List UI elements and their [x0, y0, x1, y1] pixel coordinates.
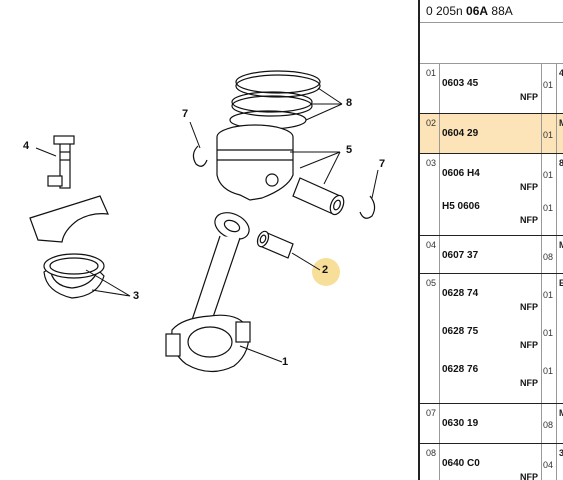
column-divider — [439, 114, 440, 153]
part-reference[interactable]: 0604 29 — [442, 128, 479, 139]
circlip-right[interactable] — [359, 195, 376, 219]
header-prefix: 0 205n — [426, 4, 463, 18]
column-divider — [556, 404, 557, 443]
sub-index: 01 — [543, 80, 554, 90]
parts-diagram: 1 2 3 4 5 7 7 8 — [23, 70, 386, 373]
column-divider — [439, 274, 440, 403]
nfp-badge: NFP — [520, 92, 538, 102]
row-index: 08 — [426, 448, 437, 458]
panel-header: 0 205n 06A 88A — [420, 0, 563, 23]
row-index: 05 — [426, 278, 437, 288]
callout-3[interactable]: 3 — [133, 290, 140, 302]
column-divider — [541, 236, 542, 273]
callout-7-right[interactable]: 7 — [379, 158, 386, 170]
panel-subheader — [420, 23, 563, 64]
sub-index: 01 — [543, 130, 554, 140]
description-fragment: 3 — [559, 448, 563, 458]
part-reference[interactable]: H5 0606 — [442, 201, 480, 212]
description-fragment: M — [559, 118, 563, 128]
header-suffix: 88A — [491, 4, 513, 18]
callout-5[interactable]: 5 — [346, 144, 353, 156]
row-index: 03 — [426, 158, 437, 168]
table-row[interactable]: 07 M 0630 19 08 — [420, 404, 563, 444]
column-divider — [439, 404, 440, 443]
column-divider — [439, 444, 440, 480]
description-fragment: M — [559, 408, 563, 418]
row-index: 01 — [426, 68, 437, 78]
callout-8[interactable]: 8 — [346, 97, 353, 109]
callout-highlight — [312, 258, 340, 286]
rod-cap-with-bolt[interactable] — [29, 135, 109, 243]
column-divider — [439, 236, 440, 273]
sub-index: 08 — [543, 252, 554, 262]
piston-pin[interactable] — [292, 177, 346, 217]
part-reference[interactable]: 0640 C0 — [442, 458, 480, 469]
column-divider — [556, 444, 557, 480]
row-index: 04 — [426, 240, 437, 250]
part-reference[interactable]: 0628 74 — [442, 288, 479, 299]
small-end-bush[interactable] — [255, 230, 294, 259]
part-reference[interactable]: 0628 76 — [442, 364, 479, 375]
parts-list-panel: 0 205n 06A 88A 0140603 4501NFP02M0604 29… — [418, 0, 563, 480]
table-row[interactable]: 04 M 0607 37 08 — [420, 236, 563, 274]
callout-7-left[interactable]: 7 — [182, 108, 189, 120]
column-divider — [439, 64, 440, 113]
callout-2[interactable]: 2 — [322, 264, 329, 276]
column-divider — [541, 154, 542, 235]
sub-index: 01 — [543, 170, 554, 180]
piston-ring-top[interactable] — [235, 70, 321, 94]
part-reference[interactable]: 0630 19 — [442, 418, 479, 429]
description-fragment: M — [559, 240, 563, 250]
exploded-view-drawing — [29, 70, 379, 373]
part-reference[interactable]: 0628 75 — [442, 326, 479, 337]
nfp-badge: NFP — [520, 378, 538, 388]
circlip-left[interactable] — [192, 145, 208, 167]
callout-1[interactable]: 1 — [282, 356, 289, 368]
column-divider — [541, 444, 542, 480]
sub-index: 01 — [543, 203, 554, 213]
sub-index: 01 — [543, 290, 554, 300]
big-end-bearing-shells[interactable] — [43, 253, 105, 299]
column-divider — [541, 114, 542, 153]
nfp-badge: NFP — [520, 182, 538, 192]
column-divider — [556, 154, 557, 235]
description-fragment: 4 — [559, 68, 563, 78]
table-row[interactable]: 02 M 0604 29 01 — [420, 114, 563, 154]
row-index: 02 — [426, 118, 437, 128]
column-divider — [439, 154, 440, 235]
column-divider — [556, 236, 557, 273]
sub-index: 04 — [543, 460, 554, 470]
description-fragment: 8 — [559, 158, 563, 168]
row-index: 07 — [426, 408, 437, 418]
column-divider — [541, 404, 542, 443]
description-fragment: E — [559, 278, 563, 288]
column-divider — [556, 114, 557, 153]
header-code: 06A — [466, 4, 489, 18]
part-reference[interactable]: 0603 45 — [442, 78, 479, 89]
piston[interactable] — [216, 124, 294, 201]
connecting-rod[interactable] — [165, 208, 253, 373]
part-reference[interactable]: 0606 H4 — [442, 168, 480, 179]
sub-index: 01 — [543, 328, 554, 338]
column-divider — [541, 274, 542, 403]
part-reference[interactable]: 0607 37 — [442, 250, 479, 261]
sub-index: 08 — [543, 420, 554, 430]
column-divider — [556, 274, 557, 403]
column-divider — [541, 64, 542, 113]
piston-ring-middle[interactable] — [231, 91, 313, 113]
sub-index: 01 — [543, 366, 554, 376]
nfp-badge: NFP — [520, 215, 538, 225]
column-divider — [556, 64, 557, 113]
nfp-badge: NFP — [520, 302, 538, 312]
nfp-badge: NFP — [520, 340, 538, 350]
callout-4[interactable]: 4 — [23, 140, 30, 152]
nfp-badge: NFP — [520, 472, 538, 480]
